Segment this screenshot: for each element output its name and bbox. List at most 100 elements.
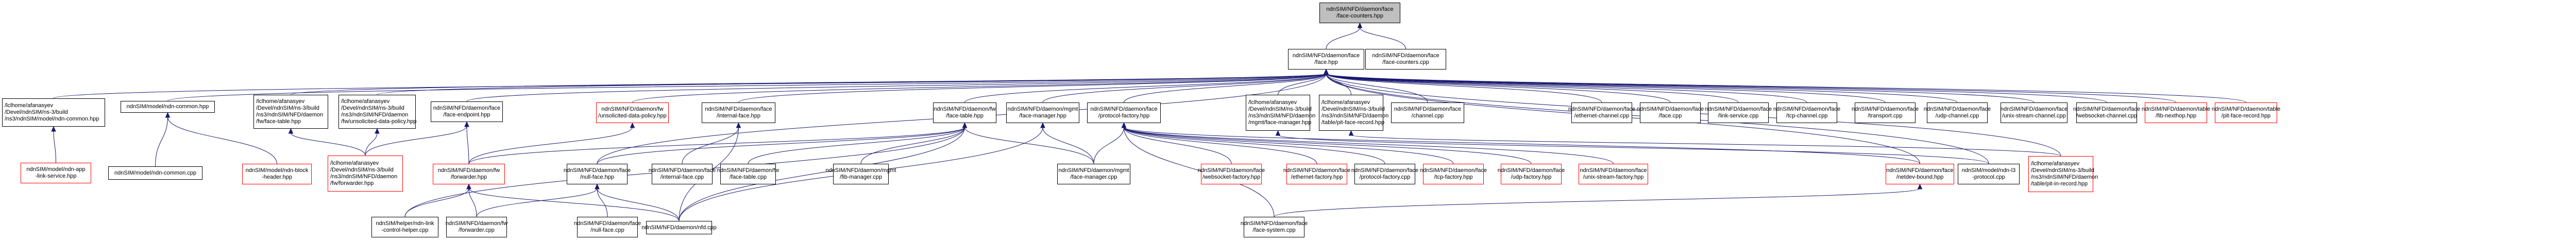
edge-fib-manager-cpp-to-face-table-hpp xyxy=(860,127,965,164)
edge-protocol-factory-hpp-to-face-hpp xyxy=(1124,73,1327,103)
node-label-line: /pit-face-record.hpp xyxy=(2221,113,2271,119)
node-label-line: /face.cpp xyxy=(1658,113,1682,119)
arrowhead-icon xyxy=(466,183,471,190)
graph-node-protocol-factory-hpp[interactable]: ndnSIM/NFD/daemon/face/protocol-factory.… xyxy=(1087,102,1161,123)
node-label-line: /fw/forwarder.hpp xyxy=(330,180,374,186)
node-label-line: ndnSIM/NFD/daemon/face xyxy=(705,106,772,112)
graph-node-b-ndn-common[interactable]: /lclhome/afanasyev/Devel/ndnSIM/ns-3/bui… xyxy=(2,98,105,127)
graph-node-netdev-bound-hpp[interactable]: ndnSIM/NFD/daemon/face/netdev-bound.hpp xyxy=(1886,164,1954,184)
graph-node-nfd-cpp[interactable]: ndnSIM/NFD/daemon/nfd.cpp xyxy=(641,221,717,234)
graph-node-b-unsolicited[interactable]: /lclhome/afanasyev/Devel/ndnSIM/ns-3/bui… xyxy=(338,95,417,129)
edge-face-hpp-to-root xyxy=(1326,27,1360,49)
graph-node-internal-face-hpp[interactable]: ndnSIM/NFD/daemon/face/internal-face.hpp xyxy=(702,102,775,123)
edge-face-counters-cpp-to-root xyxy=(1360,27,1406,49)
node-label-line: /fib-manager.cpp xyxy=(840,174,882,180)
graph-node-fib-manager-cpp[interactable]: ndnSIM/NFD/daemon/mgmt/fib-manager.cpp xyxy=(826,164,896,184)
node-label-line: ndnSIM/model/ndn-app xyxy=(26,166,86,173)
graph-node-face-counters-cpp[interactable]: ndnSIM/NFD/daemon/face/face-counters.cpp xyxy=(1365,49,1446,70)
node-label-line: /netdev-bound.hpp xyxy=(1896,174,1944,180)
graph-node-unix-stream-factory-hpp[interactable]: ndnSIM/NFD/daemon/face/unix-stream-facto… xyxy=(1579,164,1648,184)
arrowhead-icon xyxy=(1324,68,1329,75)
graph-node-b-face-manager[interactable]: /lclhome/afanasyev/Devel/ndnSIM/ns-3/bui… xyxy=(1246,95,1315,131)
edge-ethernet-factory-hpp-to-protocol-factory-hpp xyxy=(1124,127,1317,164)
graph-node-face-endpoint[interactable]: ndnSIM/NFD/daemon/face/face-endpoint.hpp xyxy=(431,101,503,122)
arrowhead-icon xyxy=(1357,22,1363,28)
graph-node-null-face-hpp[interactable]: ndnSIM/NFD/daemon/face/null-face.hpp xyxy=(564,164,631,184)
graph-node-root[interactable]: ndnSIM/NFD/daemon/face/face-counters.hpp xyxy=(1319,3,1400,23)
graph-node-face-table-hpp[interactable]: ndnSIM/NFD/daemon/fw/face-table.hpp xyxy=(933,102,996,123)
node-label-line: /face-manager.cpp xyxy=(1070,174,1117,180)
graph-node-channel-cpp[interactable]: ndnSIM/NFD/daemon/face/channel.cpp xyxy=(1391,102,1464,123)
edge-face-manager-cpp-to-face-table-hpp xyxy=(964,127,1094,164)
graph-node-link-service-cpp[interactable]: ndnSIM/NFD/daemon/face/link-service.cpp xyxy=(1705,102,1772,123)
graph-node-null-face-cpp[interactable]: ndnSIM/NFD/daemon/face/null-face.cpp xyxy=(573,217,641,237)
graph-node-ndn-common-hpp[interactable]: ndnSIM/model/ndn-common.hpp xyxy=(121,101,215,113)
graph-node-unsolicited[interactable]: ndnSIM/NFD/daemon/fw/unsolicited-data-po… xyxy=(596,102,669,123)
graph-node-ndn-block-header[interactable]: ndnSIM/model/ndn-block-header.hpp xyxy=(242,164,312,184)
graph-node-b-forwarder[interactable]: /lclhome/afanasyev/Devel/ndnSIM/ns-3/bui… xyxy=(328,156,403,192)
graph-node-transport-cpp[interactable]: ndnSIM/NFD/daemon/face/transport.cpp xyxy=(1852,102,1919,123)
node-label-line: /lclhome/afanasyev xyxy=(341,98,390,105)
graph-node-udp-channel-cpp[interactable]: ndnSIM/NFD/daemon/face/udp-channel.cpp xyxy=(1924,102,1991,123)
node-label-line: ndnSIM/NFD/daemon/face xyxy=(1497,167,1565,174)
graph-node-ethernet-factory-hpp[interactable]: ndnSIM/NFD/daemon/face/ethernet-factory.… xyxy=(1283,164,1350,184)
node-label-line: /Devel/ndnSIM/ns-3/build xyxy=(341,105,404,111)
graph-node-face-system-cpp[interactable]: ndnSIM/NFD/daemon/face/face-system.cpp xyxy=(1241,217,1308,237)
edge-face-system-cpp-to-netdev-bound-hpp xyxy=(1274,188,1920,217)
node-label-line: /Devel/ndnSIM/ns-3/build xyxy=(2031,167,2094,174)
graph-node-ndn-common-cpp[interactable]: ndnSIM/model/ndn-common.cpp xyxy=(108,166,202,180)
edge-b-forwarder-to-face-endpoint xyxy=(365,126,467,156)
edge-b-forwarder-to-b-face-table xyxy=(291,132,366,156)
graph-node-forwarder-cpp[interactable]: ndnSIM/NFD/daemon/fw/forwarder.cpp xyxy=(446,217,507,237)
node-label-line: -protocol.cpp xyxy=(1972,174,2005,180)
node-label-line: ndnSIM/NFD/daemon/face xyxy=(648,167,716,174)
graph-node-unix-stream-channel-cpp[interactable]: ndnSIM/NFD/daemon/face/unix-stream-chann… xyxy=(2001,102,2067,123)
graph-node-b-pit-face-record[interactable]: /lclhome/afanasyev/Devel/ndnSIM/ns-3/bui… xyxy=(1319,95,1388,131)
graph-node-ndn-link-control-helper[interactable]: ndnSIM/helper/ndn-link-control-helper.cp… xyxy=(371,217,438,237)
node-label-line: /null-face.hpp xyxy=(580,174,615,180)
arrowhead-icon xyxy=(736,122,741,128)
graph-node-fib-nexthop-hpp[interactable]: ndnSIM/NFD/daemon/table/fib-nexthop.hpp xyxy=(2142,102,2210,123)
node-label-line: /face-table.cpp xyxy=(729,174,767,180)
edge-link-service-cpp-to-face-hpp xyxy=(1326,73,1739,103)
graph-node-b-face-table[interactable]: /lclhome/afanasyev/Devel/ndnSIM/ns-3/bui… xyxy=(253,95,328,129)
node-label-line: ndnSIM/NFD/daemon/face xyxy=(1372,53,1439,59)
node-label-line: /lclhome/afanasyev xyxy=(1248,99,1297,106)
graph-node-pit-face-record-hpp[interactable]: ndnSIM/NFD/daemon/table/pit-face-record.… xyxy=(2212,102,2280,123)
node-label-line: /fib-nexthop.hpp xyxy=(2156,113,2196,119)
edge-face-manager-cpp-to-protocol-factory-hpp xyxy=(1093,127,1124,164)
graph-node-forwarder-hpp[interactable]: ndnSIM/NFD/daemon/fw/forwarder.hpp xyxy=(433,164,505,184)
graph-node-websocket-factory-hpp[interactable]: ndnSIM/NFD/daemon/face/websocket-factory… xyxy=(1198,164,1265,184)
graph-node-udp-factory-hpp[interactable]: ndnSIM/NFD/daemon/face/udp-factory.hpp xyxy=(1497,164,1565,184)
arrowhead-icon xyxy=(630,122,635,128)
graph-node-b-pit-in-record[interactable]: /lclhome/afanasyev/Devel/ndnSIM/ns-3/bui… xyxy=(2028,156,2098,192)
graph-node-ethernet-channel-cpp[interactable]: ndnSIM/NFD/daemon/face/ethernet-channel.… xyxy=(1568,102,1635,123)
edge-b-face-table-to-face-hpp xyxy=(291,73,1327,95)
node-label-line: ndnSIM/NFD/daemon/face xyxy=(573,220,641,227)
arrowhead-icon xyxy=(962,122,968,128)
edge-face-table-hpp-to-face-hpp xyxy=(964,73,1327,103)
node-label-line: /face-system.cpp xyxy=(1252,227,1296,233)
graph-node-face-hpp[interactable]: ndnSIM/NFD/daemon/face/face.hpp xyxy=(1288,49,1364,70)
graph-node-websocket-channel-cpp[interactable]: ndnSIM/NFD/daemon/face/websocket-channel… xyxy=(2073,102,2140,123)
graph-node-ndn-app-link-service[interactable]: ndnSIM/model/ndn-app-link-service.hpp xyxy=(21,163,91,183)
graph-node-face-manager-hpp[interactable]: ndnSIM/NFD/daemon/mgmt/face-manager.hpp xyxy=(1006,102,1079,123)
graph-node-tcp-channel-cpp[interactable]: ndnSIM/NFD/daemon/face/tcp-channel.cpp xyxy=(1773,102,1840,123)
graph-node-ndn-l3-protocol-cpp[interactable]: ndnSIM/model/ndn-l3-protocol.cpp xyxy=(1958,164,2020,184)
node-label-line: /ns3/ndnSIM/NFD/daemon xyxy=(1321,113,1389,119)
graph-node-internal-face-cpp[interactable]: ndnSIM/NFD/daemon/face/internal-face.cpp xyxy=(648,164,716,184)
graph-node-tcp-factory-hpp[interactable]: ndnSIM/NFD/daemon/face/tcp-factory.hpp xyxy=(1420,164,1487,184)
graph-node-protocol-factory-cpp[interactable]: ndnSIM/NFD/daemon/face/protocol-factory.… xyxy=(1351,164,1418,184)
graph-node-face-manager-cpp[interactable]: ndnSIM/NFD/daemon/mgmt/face-manager.cpp xyxy=(1057,164,1130,184)
graph-node-face-cpp[interactable]: ndnSIM/NFD/daemon/face/face.cpp xyxy=(1637,102,1704,123)
graph-node-face-table-cpp[interactable]: ndnSIM/NFD/daemon/fw/face-table.cpp xyxy=(717,164,779,184)
node-label-line: /ns3/ndnSIM/NFD/daemon xyxy=(341,112,409,118)
node-label-line: /lclhome/afanasyev xyxy=(2031,161,2080,167)
node-label-line: ndnSIM/NFD/daemon/face xyxy=(1090,106,1158,112)
node-label-line: ndnSIM/helper/ndn-link xyxy=(376,220,434,227)
node-label-line: /table/pit-in-record.hpp xyxy=(2031,181,2088,187)
node-label-line: ndnSIM/NFD/daemon/face xyxy=(1240,220,1308,227)
edge-face-cpp-to-face-hpp xyxy=(1326,73,1671,103)
node-label-line: /lclhome/afanasyev xyxy=(330,160,379,166)
edge-ethernet-channel-cpp-to-face-hpp xyxy=(1326,73,1602,103)
